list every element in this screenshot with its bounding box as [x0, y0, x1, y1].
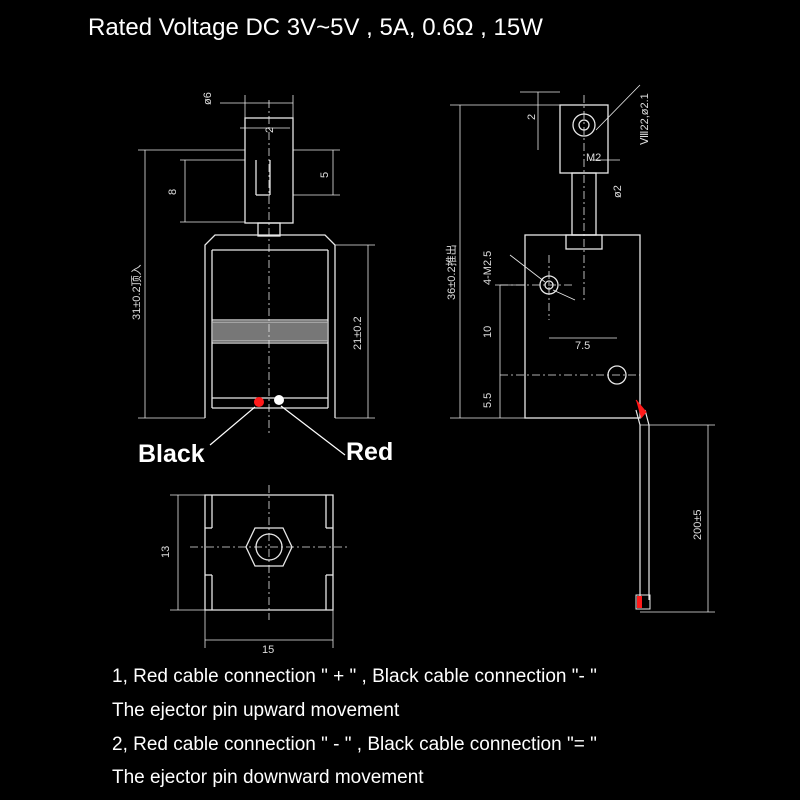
dim-front-total-height: 31±0.2顶入: [131, 264, 143, 320]
dim-thread: M2: [586, 152, 602, 164]
bottom-view: [170, 485, 350, 648]
dim-pin-diameter: ø6: [202, 92, 214, 105]
dim-hole-offset: 2: [526, 113, 538, 120]
dim-lead-length: 200±5: [692, 509, 704, 540]
dim-hole-spacing: 10: [482, 325, 494, 338]
dim-side-total-height: 36±0.2推出: [446, 244, 458, 300]
dim-bottom-offset: 5.5: [482, 392, 494, 408]
rating-title: Rated Voltage DC 3V~5V , 5A, 0.6Ω , 15W: [88, 14, 543, 41]
side-view: [450, 84, 715, 613]
frame-outline: [204, 234, 336, 418]
note-line-4: The ejector pin downward movement: [112, 767, 424, 788]
lead-red-end: [637, 596, 642, 608]
dim-mount-thread: 4-M2.5: [482, 250, 494, 285]
coil-band: [211, 321, 329, 342]
dim-pin-height: 8: [167, 188, 179, 195]
dim-pin-hole: ø2: [612, 185, 624, 198]
note-line-3: 2, Red cable connection " - " , Black ca…: [112, 734, 597, 755]
dim-bottom-width: 15: [262, 644, 275, 656]
lead-red-tip: [635, 399, 647, 419]
dim-bottom-height: 13: [160, 545, 172, 558]
side-body: [524, 234, 641, 419]
red-leader: [280, 405, 346, 456]
dim-mount-note: Ⅷ22,ø2.1: [639, 93, 651, 145]
dim-pin-slot-depth: 5: [319, 171, 331, 178]
red-wire-label: Red: [346, 438, 394, 466]
white-terminal: [274, 395, 284, 405]
dim-body-height: 21±0.2: [352, 316, 364, 350]
red-terminal: [254, 397, 264, 407]
front-view: [138, 95, 375, 435]
note-line-2: The ejector pin upward movement: [112, 700, 400, 721]
dim-hole-x: 7.5: [575, 340, 591, 352]
black-leader: [209, 406, 256, 446]
black-wire-label: Black: [138, 440, 205, 468]
note-line-1: 1, Red cable connection " + " , Black ca…: [112, 666, 597, 687]
dim-pin-slot: 2: [264, 126, 276, 133]
